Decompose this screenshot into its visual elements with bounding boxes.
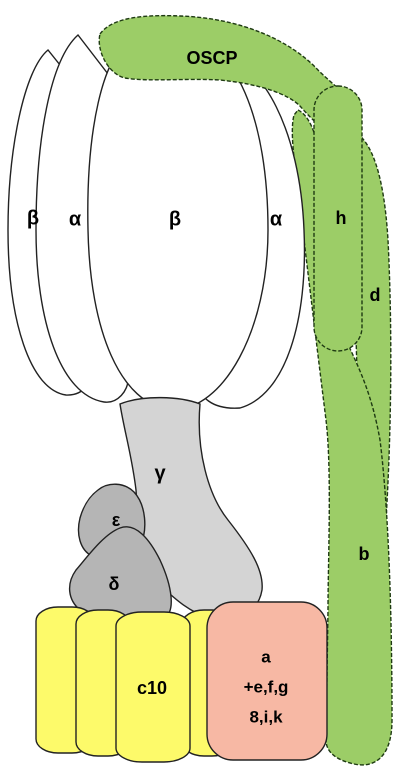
beta-center-label: β: [169, 208, 181, 230]
gamma-label: γ: [154, 462, 166, 484]
a-label-line2: +e,f,g: [244, 677, 289, 696]
a-label-line3: 8,i,k: [249, 707, 283, 726]
d-label: d: [370, 285, 381, 305]
b-label: b: [359, 544, 370, 564]
alpha-left-label: α: [69, 208, 82, 230]
delta-label: δ: [109, 574, 120, 594]
c-ring: [36, 607, 234, 762]
beta-left-label: β: [27, 207, 39, 229]
oscp-label: OSCP: [186, 48, 237, 68]
c10-label: c10: [137, 678, 167, 698]
alpha-right-label: α: [270, 208, 283, 230]
h-label: h: [336, 208, 347, 228]
f1-head: [8, 31, 304, 410]
a-label-line1: a: [261, 647, 271, 666]
epsilon-label: ε: [112, 510, 121, 530]
